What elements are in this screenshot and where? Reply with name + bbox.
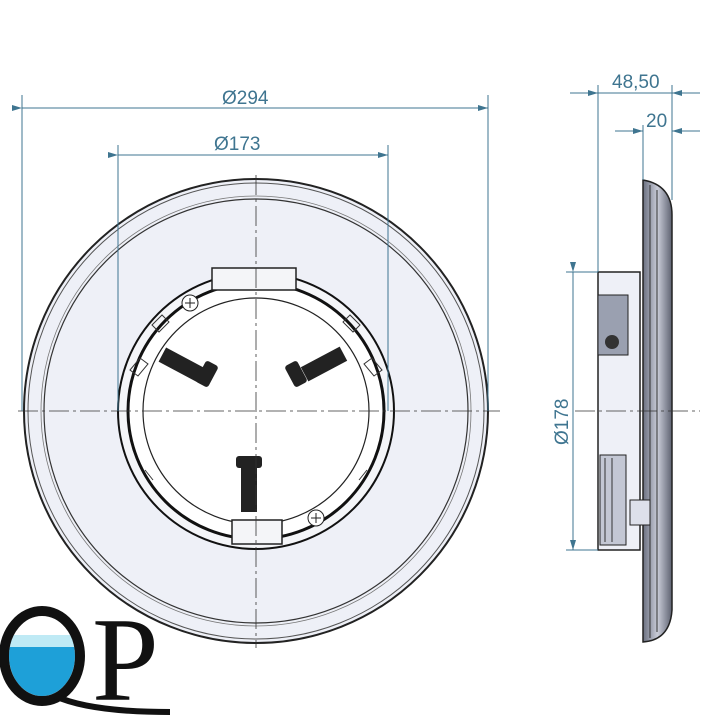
top-clip	[211, 267, 297, 291]
bottom-clip	[231, 519, 283, 545]
front-view	[18, 175, 500, 648]
logo-letter-p: P	[92, 593, 159, 719]
dimensions	[12, 85, 700, 551]
dim-total-depth: 48,50	[612, 72, 660, 93]
screw-icon	[307, 509, 325, 527]
bolt-left	[158, 347, 218, 387]
dim-side-diameter: Ø178	[552, 399, 573, 445]
screw-icon	[181, 294, 199, 312]
qp-logo: P	[0, 593, 171, 719]
side-view	[575, 179, 700, 643]
dim-outer-diameter: Ø294	[222, 88, 269, 109]
bolt-bottom	[236, 456, 262, 512]
dim-plate-depth: 20	[646, 111, 667, 132]
dim-inner-diameter: Ø173	[214, 134, 260, 155]
bolt-right	[285, 346, 348, 387]
